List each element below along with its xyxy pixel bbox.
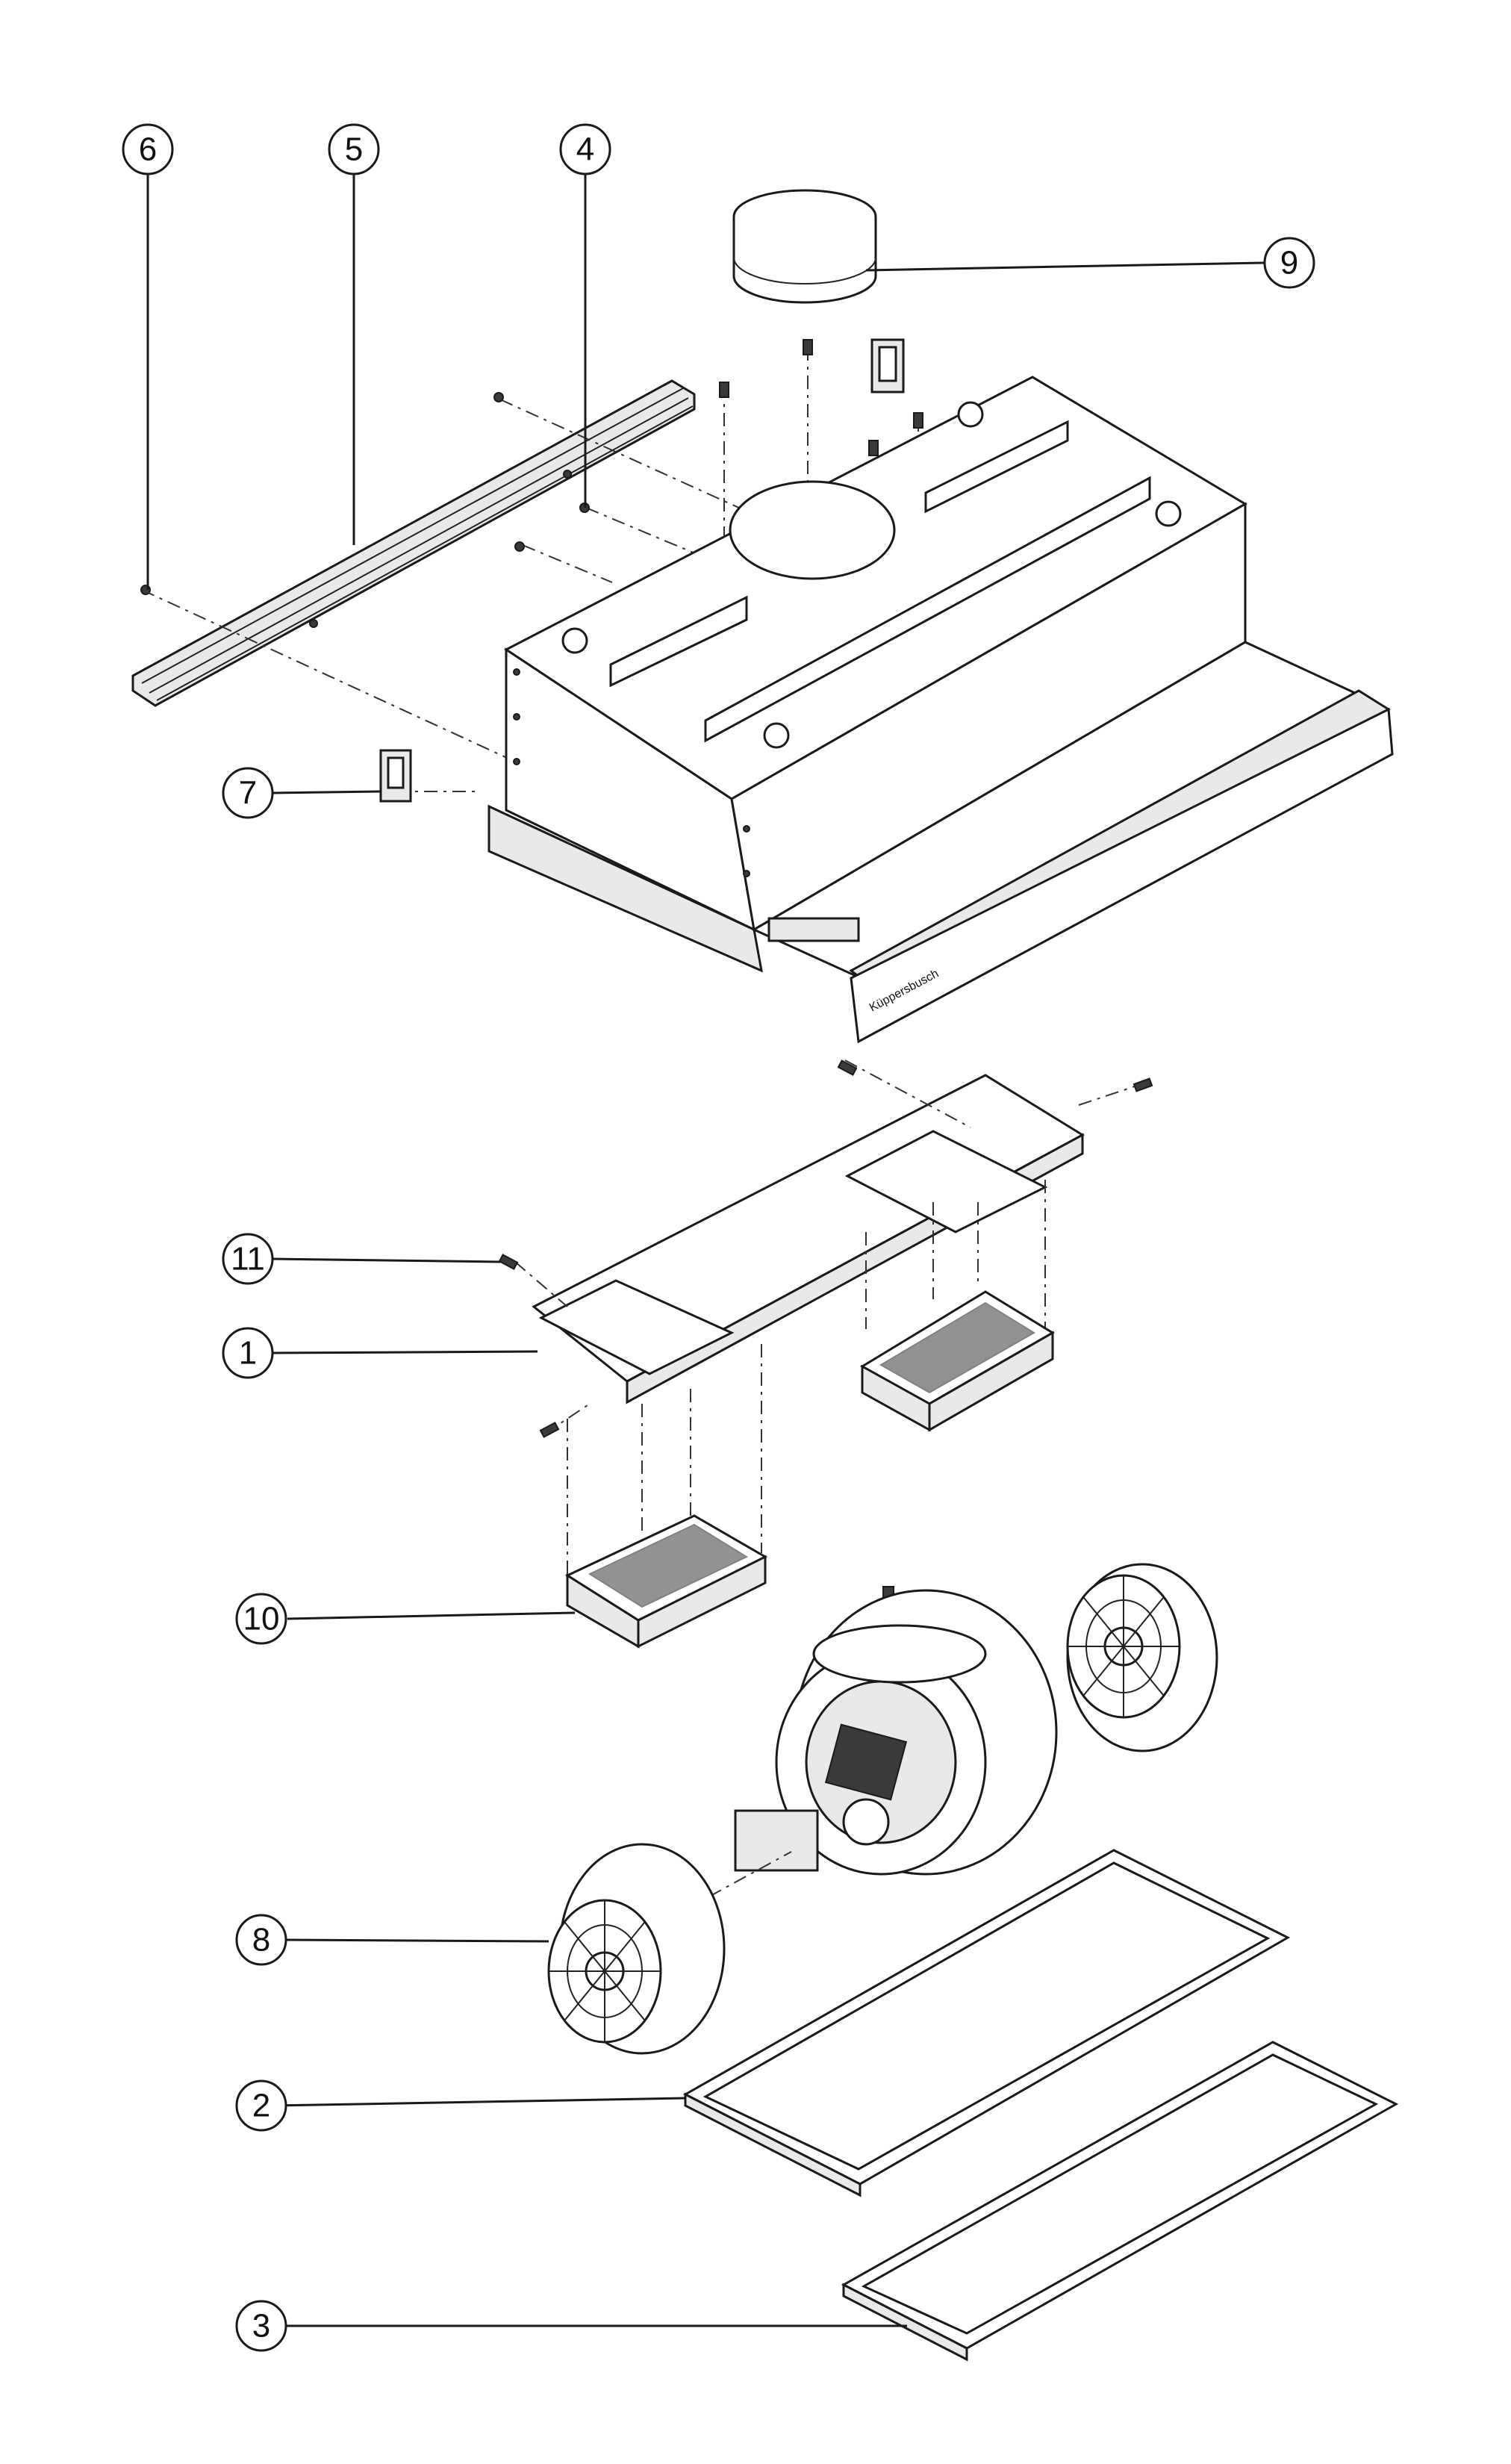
callout-7: 7: [222, 767, 274, 819]
callout-label: 4: [576, 131, 594, 168]
filter-frame: [532, 1074, 1085, 1404]
callout-11: 11: [222, 1233, 274, 1285]
duct-collar: [732, 189, 877, 304]
callout-label: 10: [243, 1601, 280, 1637]
callout-3: 3: [235, 2300, 287, 2352]
leader-lines: [146, 174, 1265, 2327]
callout-8: 8: [235, 1914, 287, 1966]
callout-5: 5: [328, 123, 380, 175]
callout-label: 3: [252, 2308, 270, 2345]
callout-label: 7: [239, 775, 257, 812]
screws-frame: [498, 1060, 1153, 1438]
callout-2: 2: [235, 2079, 287, 2132]
axis-line-fan: [708, 1851, 792, 1897]
callout-label: 9: [1280, 245, 1298, 281]
mounting-rail: [131, 379, 696, 707]
callout-10: 10: [235, 1593, 287, 1645]
inlet-grille-left: [547, 1843, 726, 2055]
carbon-filter-left: [564, 1514, 768, 1649]
carbon-filter-right: [860, 1290, 1055, 1432]
clip-part-7: [379, 749, 412, 803]
callout-label: 2: [252, 2088, 270, 2124]
clip-top: [870, 338, 905, 393]
callout-label: 5: [345, 131, 363, 168]
fan-motor: [734, 1586, 1058, 1876]
grease-filter-lower: [841, 2041, 1399, 2362]
grease-filter-upper: [682, 1849, 1291, 2197]
callout-label: 11: [231, 1241, 265, 1278]
callout-6: 6: [122, 123, 174, 175]
callout-label: 1: [239, 1335, 257, 1372]
callout-label: 6: [139, 131, 157, 168]
hood-body: [487, 376, 1247, 973]
callout-label: 8: [252, 1922, 270, 1959]
callout-1: 1: [222, 1327, 274, 1379]
callout-4: 4: [559, 123, 611, 175]
callout-9: 9: [1263, 237, 1315, 289]
screws-top: [140, 339, 923, 595]
pull-out-drawer: Küppersbusch: [751, 641, 1394, 1044]
inlet-grille-right: [1066, 1563, 1218, 1752]
